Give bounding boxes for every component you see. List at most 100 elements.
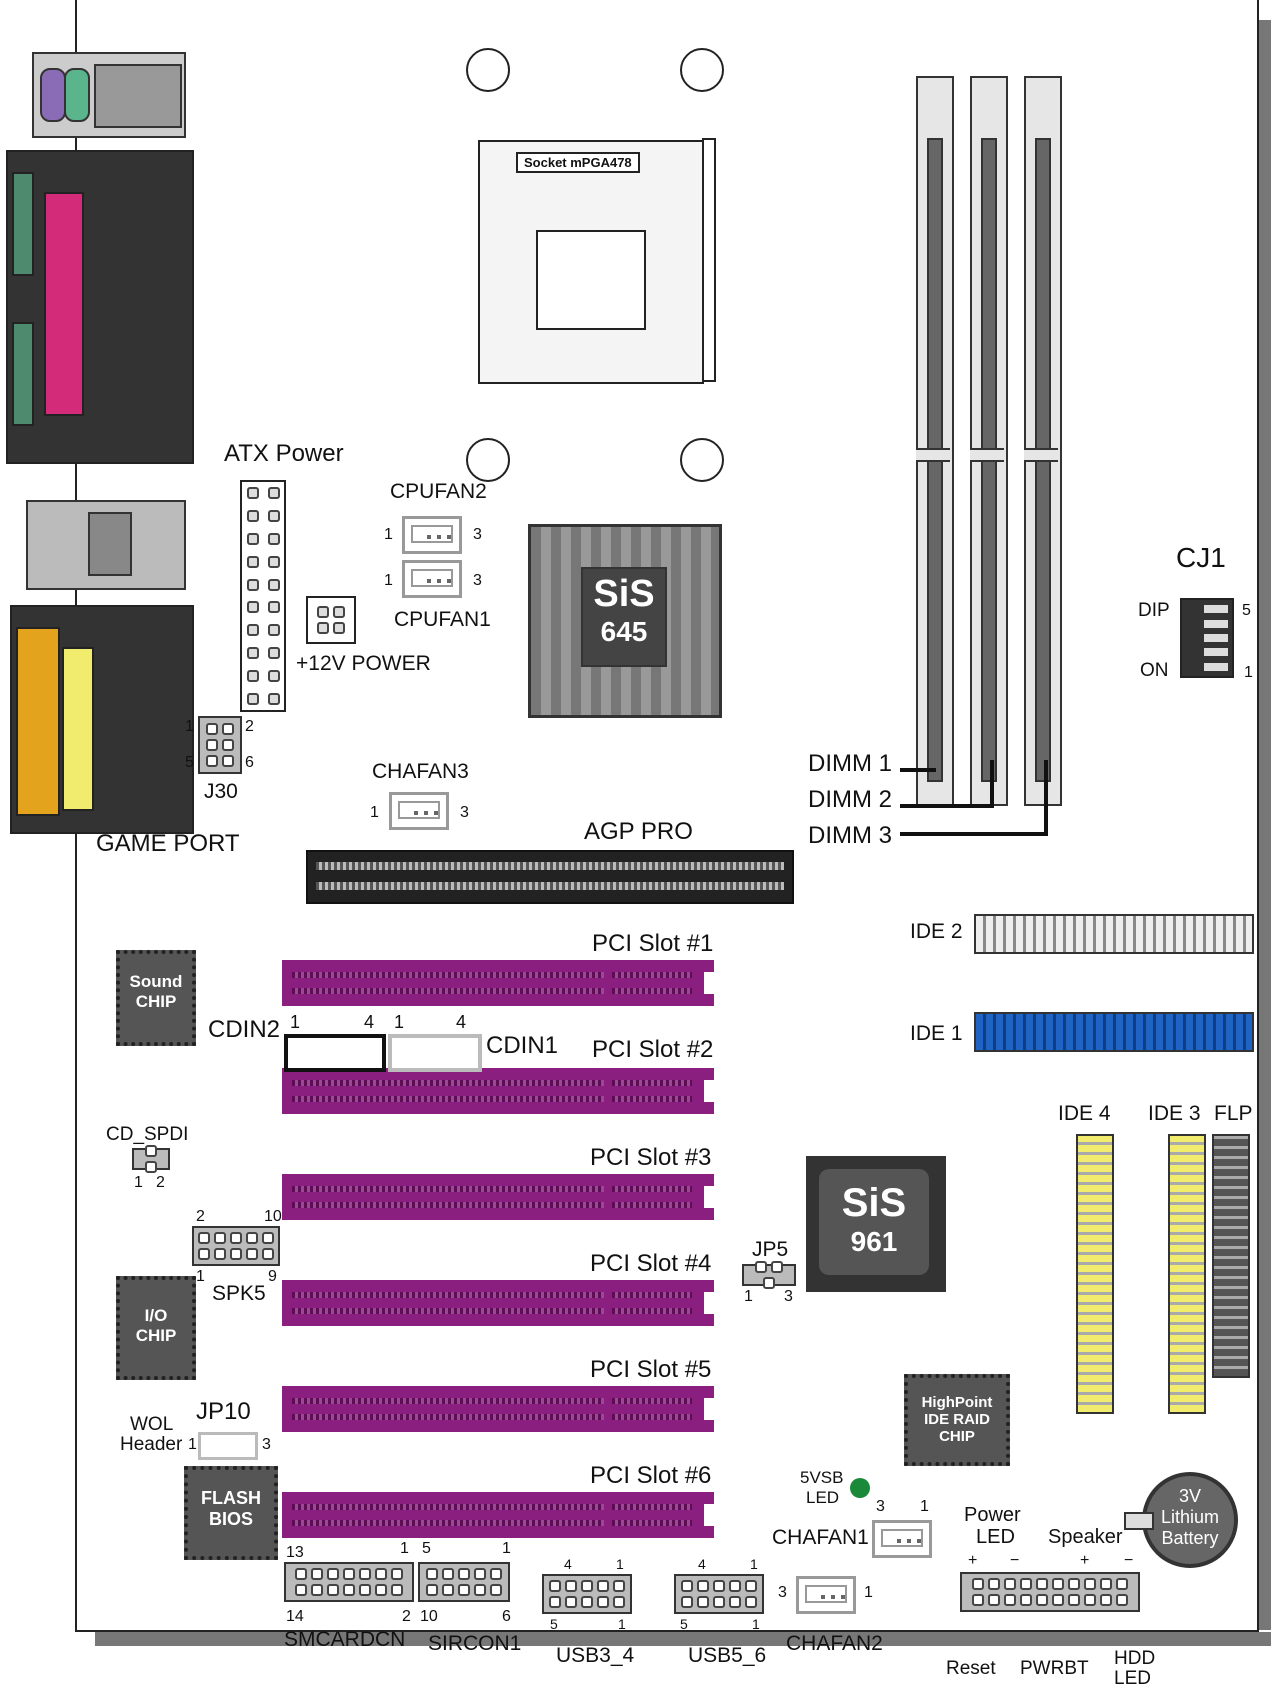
usb3-4-header (542, 1574, 632, 1614)
pci-slot-1-label: PCI Slot #1 (592, 930, 714, 957)
pci-slot-4-label: PCI Slot #4 (590, 1250, 712, 1277)
pci-slot-6-label: PCI Slot #6 (590, 1462, 712, 1489)
pin-label: 1 (744, 1288, 753, 1305)
pin-label: 5 (1242, 602, 1251, 619)
cd-spdi-label: CD_SPDI (106, 1124, 189, 1145)
ide1-label: IDE 1 (910, 1022, 963, 1045)
pci-slot-1 (282, 960, 714, 1006)
pin-label: 5 (185, 754, 194, 771)
serial-parallel-ports (6, 150, 194, 464)
southbridge-model: 961 (850, 1226, 898, 1257)
pin-label: 3 (473, 526, 482, 543)
chafan3-label: CHAFAN3 (372, 760, 469, 783)
5vsb-label-line2: LED (806, 1488, 840, 1507)
parallel-port (44, 192, 84, 416)
cdin1-label: CDIN1 (486, 1032, 559, 1059)
ide2-label: IDE 2 (910, 920, 963, 943)
dimm2-pointer-stem (990, 760, 994, 808)
dimm2-label: DIMM 2 (808, 786, 892, 813)
atx-power-label: ATX Power (224, 440, 344, 467)
j30-header (198, 716, 242, 774)
southbridge-chip: SiS 961 (806, 1156, 946, 1292)
mounting-hole (680, 438, 724, 482)
5vsb-label-line1: 5VSB (800, 1468, 844, 1487)
pin-label: 2 (196, 1208, 205, 1225)
pin-label: 4 (364, 1012, 375, 1032)
chafan2-connector (796, 1576, 856, 1614)
smcardcn-label: SMCARDCN (284, 1628, 406, 1651)
cd-spdi-header (132, 1145, 170, 1173)
game-audio-port (10, 605, 194, 834)
cj1-dip-label: DIP (1138, 600, 1170, 621)
smcardcn-header (284, 1562, 414, 1602)
dimm1-label: DIMM 1 (808, 750, 892, 777)
socket-label: Socket mPGA478 (516, 152, 640, 173)
usb5-6-label: USB5_6 (688, 1644, 767, 1667)
pin-label: 9 (268, 1268, 277, 1285)
dimm-slot-3 (1024, 76, 1062, 806)
hdd-led-label-line2: LED (1114, 1668, 1151, 1689)
dimm3-pointer-stem (1044, 760, 1048, 836)
pci-slot-2 (282, 1068, 714, 1114)
dimm1-pointer (900, 768, 936, 772)
floppy-connector (1212, 1134, 1250, 1378)
pin-label: 2 (156, 1174, 165, 1191)
pin-label: 1 (864, 1584, 873, 1601)
spk5-header (192, 1226, 280, 1266)
wol-header (198, 1432, 258, 1460)
12v-power-connector (306, 596, 356, 644)
pin-label: 1 (616, 1556, 624, 1572)
pin-label: 13 (286, 1544, 304, 1561)
audio-jacks (16, 627, 60, 816)
reset-label: Reset (946, 1658, 996, 1679)
pin-label: 1 (618, 1616, 626, 1632)
northbridge-brand: SiS (593, 573, 655, 615)
jp5-label: JP5 (752, 1238, 789, 1261)
cdin2-connector (284, 1034, 386, 1072)
jp10-label: JP10 (196, 1398, 251, 1425)
power-led-label-line1: Power (964, 1504, 1021, 1526)
game-port-connector (62, 647, 94, 811)
sircon1-header (418, 1562, 510, 1602)
pin-label: 1 (384, 526, 393, 543)
polarity-plus: + (968, 1552, 978, 1569)
polarity-minus: − (1010, 1552, 1020, 1569)
pin-label: 1 (188, 1436, 197, 1453)
pin-label: 10 (264, 1208, 282, 1225)
pin-label: 14 (286, 1608, 304, 1625)
pin-label: 5 (680, 1616, 688, 1632)
pin-label: 1 (400, 1540, 409, 1557)
cpufan1-label: CPUFAN1 (394, 608, 491, 631)
mounting-hole (466, 438, 510, 482)
pci-slot-6 (282, 1492, 714, 1538)
ide4-label: IDE 4 (1058, 1102, 1111, 1125)
pci-slot-3-label: PCI Slot #3 (590, 1144, 712, 1171)
dimm3-pointer (900, 832, 1048, 836)
polarity-plus: + (1080, 1552, 1090, 1569)
dimm-slot-1 (916, 76, 954, 806)
mounting-hole (466, 48, 510, 92)
pin-label: 3 (473, 572, 482, 589)
pin-label: 6 (502, 1608, 511, 1625)
cpufan2-label: CPUFAN2 (390, 480, 487, 503)
pin-label: 1 (384, 572, 393, 589)
pci-slot-5-label: PCI Slot #5 (590, 1356, 712, 1383)
pin-label: 1 (290, 1012, 301, 1032)
ps2-keyboard-port (64, 68, 90, 122)
pin-label: 3 (262, 1436, 271, 1453)
pci-slot-2-label: PCI Slot #2 (592, 1036, 714, 1063)
pin-label: 3 (876, 1498, 885, 1515)
pin-label: 4 (564, 1556, 572, 1572)
cdin1-connector (388, 1034, 482, 1072)
cpufan1-connector (402, 560, 462, 598)
pin-label: 1 (920, 1498, 929, 1515)
dimm-slot-2 (970, 76, 1008, 806)
cj1-on-label: ON (1140, 660, 1169, 681)
12v-power-label: +12V POWER (296, 652, 431, 675)
power-led-label-line2: LED (976, 1526, 1015, 1548)
usb-ports-rear (94, 64, 182, 128)
atx-power-connector (240, 480, 286, 712)
agp-pro-slot (306, 850, 794, 904)
dimm2-pointer (900, 804, 994, 808)
